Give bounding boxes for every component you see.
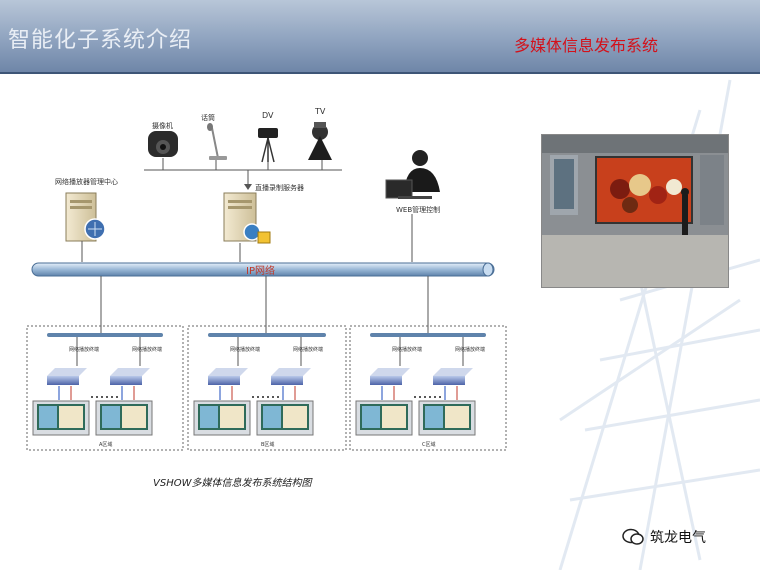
player-top — [370, 368, 410, 376]
led-display-photo — [541, 134, 729, 288]
header-divider — [0, 72, 760, 74]
zone-2: 网络播放终端 网络播放终端 B区域 — [187, 325, 347, 451]
display-content — [445, 406, 469, 428]
input-label-camera: 摄像机 — [152, 121, 173, 130]
camera-icon — [148, 131, 178, 157]
media-player-icon — [271, 376, 303, 385]
display-content — [122, 406, 146, 428]
zone-label: B区域 — [261, 441, 274, 448]
player-top — [433, 368, 473, 376]
player-top — [110, 368, 150, 376]
ellipsis-dot — [414, 396, 416, 398]
ellipsis-dot — [111, 396, 113, 398]
page-title: 智能化子系统介绍 — [8, 28, 193, 53]
ellipsis-dot — [277, 396, 279, 398]
ellipsis-dot — [424, 396, 426, 398]
ellipsis-dot — [106, 396, 108, 398]
media-player-icon — [47, 376, 79, 385]
media-player-icon — [208, 376, 240, 385]
display-content — [59, 406, 83, 428]
input-label-microphone: 话筒 — [201, 113, 215, 122]
player-top — [208, 368, 248, 376]
player-label: 网络播放终端 — [132, 346, 162, 353]
input-label-dv: DV — [262, 111, 274, 120]
management-server-icon — [65, 192, 106, 242]
watermark-text: 筑龙电气 — [650, 530, 706, 546]
zone-border — [349, 325, 507, 451]
player-label: 网络播放终端 — [455, 346, 485, 353]
player-label: 网络播放终端 — [69, 346, 99, 353]
section-subtitle: 多媒体信息发布系统 — [514, 36, 659, 55]
ellipsis-dot — [262, 396, 264, 398]
zone-3: 网络播放终端 网络播放终端 C区域 — [349, 325, 507, 451]
ellipsis-dot — [116, 396, 118, 398]
ellipsis-dot — [272, 396, 274, 398]
input-connection-lines — [144, 158, 342, 188]
ip-network-bus — [31, 262, 495, 277]
ellipsis-dot — [101, 396, 103, 398]
input-label-tv: TV — [314, 107, 326, 116]
display-content — [263, 406, 281, 428]
display-content — [102, 406, 120, 428]
zone-switch — [208, 333, 326, 337]
led-display-photo-image — [542, 135, 728, 287]
ip-network-label: IP网络 — [246, 264, 275, 277]
ellipsis-dot — [429, 396, 431, 398]
dv-camcorder-icon — [258, 128, 278, 163]
ellipsis-dot — [419, 396, 421, 398]
ellipsis-dot — [439, 396, 441, 398]
server-left-label: 网络播放器管理中心 — [55, 177, 118, 186]
ellipsis-dot — [252, 396, 254, 398]
display-content — [283, 406, 307, 428]
ellipsis-dot — [257, 396, 259, 398]
display-content — [425, 406, 443, 428]
zone-label: A区域 — [99, 441, 112, 448]
web-label: WEB管理控制 — [396, 205, 440, 214]
ellipsis-dot — [91, 396, 93, 398]
display-content — [362, 406, 380, 428]
input-arrow — [244, 184, 252, 190]
zone-switch — [47, 333, 163, 337]
zone-uplinks — [100, 276, 429, 334]
media-player-icon — [110, 376, 142, 385]
microphone-icon — [207, 123, 227, 160]
web-admin-icon — [385, 150, 440, 199]
player-top — [271, 368, 311, 376]
display-content — [39, 406, 57, 428]
diagram-caption: VSHOW多媒体信息发布系统结构图 — [153, 477, 313, 489]
zone-border — [26, 325, 184, 451]
zone-label: C区域 — [422, 441, 436, 448]
media-player-icon — [370, 376, 402, 385]
zone-1: 网络播放终端 网络播放终端 A区域 — [26, 325, 184, 451]
display-content — [200, 406, 218, 428]
display-content — [382, 406, 406, 428]
player-label: 网络播放终端 — [230, 346, 260, 353]
media-player-icon — [433, 376, 465, 385]
live-recording-server-icon — [223, 192, 271, 244]
ellipsis-dot — [434, 396, 436, 398]
ellipsis-dot — [96, 396, 98, 398]
player-label: 网络播放终端 — [392, 346, 422, 353]
ellipsis-dot — [267, 396, 269, 398]
header-bar: 智能化子系统介绍 多媒体信息发布系统 — [0, 0, 760, 74]
player-top — [47, 368, 87, 376]
display-content — [220, 406, 244, 428]
server-mid-label: 直播录制服务器 — [255, 183, 304, 192]
zone-switch — [370, 333, 486, 337]
wechat-icon — [622, 528, 644, 545]
player-label: 网络播放终端 — [293, 346, 323, 353]
zone-border — [187, 325, 347, 451]
tv-camera-icon — [308, 122, 332, 160]
brand-watermark: 筑龙电气 — [622, 527, 706, 547]
